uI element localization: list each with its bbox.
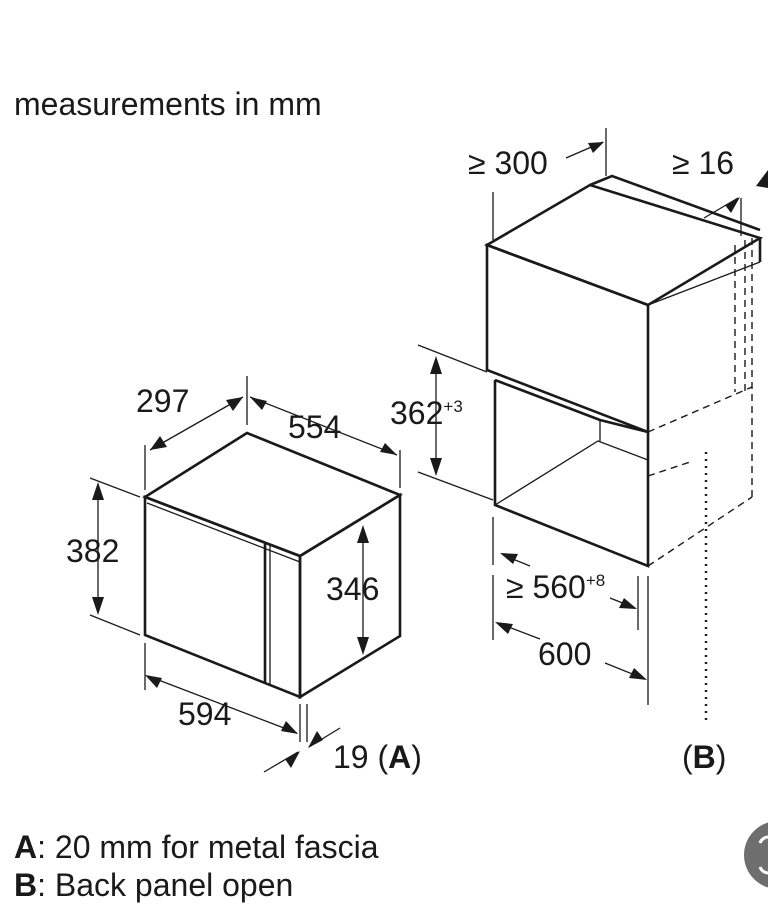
label-height-382: 382	[66, 533, 119, 569]
label-front-width-594: 594	[178, 696, 231, 732]
label-width-554: 554	[288, 409, 341, 445]
niche-dimensions	[417, 128, 768, 705]
device-dimensions	[89, 376, 401, 773]
note-a: A: 20 mm for metal fascia	[14, 829, 379, 865]
label-niche-inner-width: ≥ 560+8	[506, 569, 605, 605]
label-niche-width: 600	[538, 636, 591, 672]
label-back-ref: (B)	[682, 739, 726, 775]
label-niche-gap: ≥ 16	[672, 145, 734, 181]
label-inner-height-346: 346	[326, 571, 379, 607]
label-niche-depth: ≥ 300	[468, 145, 548, 181]
niche-drawing	[483, 174, 764, 720]
note-b: B: Back panel open	[14, 867, 293, 903]
partial-badge-icon	[744, 822, 768, 888]
label-fascia-19: 19 (A)	[333, 739, 422, 775]
device-drawing	[142, 431, 403, 700]
label-niche-height: 362+3	[390, 395, 463, 431]
label-depth-297: 297	[136, 383, 189, 419]
title: measurements in mm	[14, 86, 322, 122]
